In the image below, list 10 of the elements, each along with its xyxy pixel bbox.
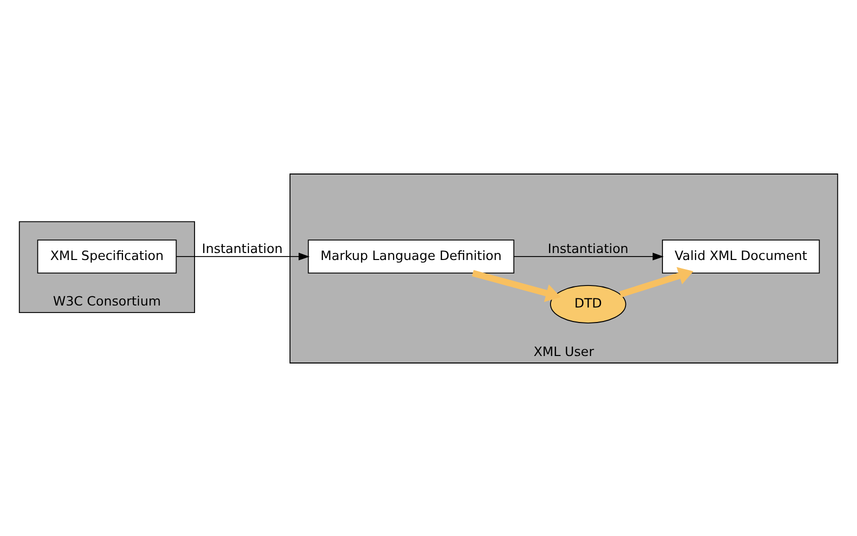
edge-label: Instantiation: [548, 242, 628, 257]
node-box: Valid XML Document: [662, 239, 820, 274]
edge-label: Instantiation: [202, 242, 283, 257]
node-ellipse: DTD: [550, 284, 626, 324]
node-box: XML Specification: [37, 239, 177, 274]
arrow: [176, 252, 310, 260]
arrow: [619, 266, 694, 297]
node-box: Markup Language Definition: [308, 239, 514, 274]
arrow: [514, 252, 664, 260]
arrow: [472, 270, 561, 302]
